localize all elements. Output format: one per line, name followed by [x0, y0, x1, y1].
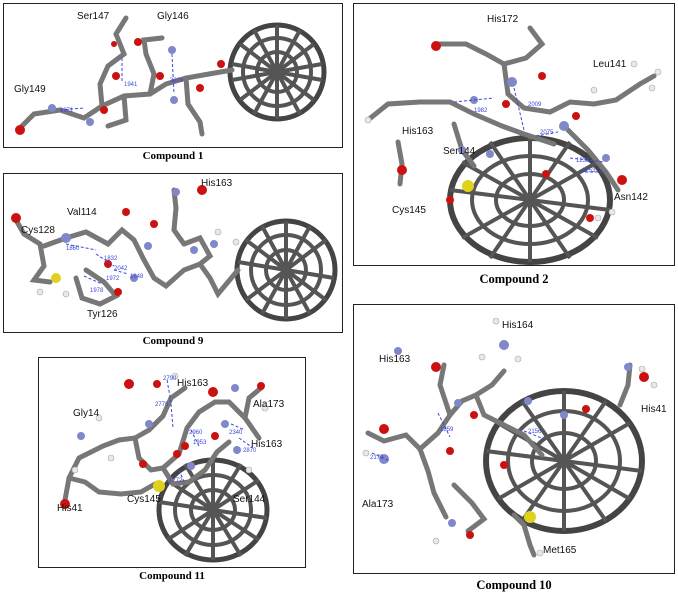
residue-label: Tyr126: [87, 309, 118, 320]
residue-label: Ser147: [77, 11, 110, 22]
molecule-compound-2: 1982 2009 2075 1238 1253: [364, 25, 662, 265]
nitrogen-atoms: [77, 384, 241, 470]
hbond-distance: 3209: [170, 78, 184, 84]
molecule-compound-9: 1860 1832 2042 1972 1848 1978: [11, 185, 338, 322]
molecule-compound-11: 2790 2770 2960 1953 2340 2870 1772: [60, 372, 270, 563]
hbond-distance: 1859: [440, 427, 454, 433]
residue-label: His164: [502, 320, 534, 331]
oxygen-atoms: [397, 41, 627, 222]
caption-compound-9: Compound 9: [142, 335, 204, 347]
caption-compound-2: Compound 2: [479, 272, 549, 286]
hbond-distance: 1953: [193, 440, 207, 446]
nitrogen-atoms: [458, 77, 610, 162]
caption-compound-1: Compound 1: [142, 150, 204, 162]
hbond-lines: [65, 243, 129, 285]
ligand-backbone: [62, 385, 264, 503]
hbond-lines: [166, 379, 254, 485]
fullerene: [156, 457, 270, 563]
residue-label: Ser144: [233, 494, 266, 505]
hbond-distance: 1971: [60, 108, 74, 114]
hbond-distance: 2770: [155, 402, 169, 408]
residue-label: Gly146: [157, 11, 189, 22]
hbond-distance: 2156: [528, 429, 542, 435]
hbond-distance: 1982: [474, 108, 488, 114]
residue-label: Cys145: [127, 494, 161, 505]
residue-label: His41: [57, 503, 83, 514]
molecule-compound-10: 1859 2170 2156: [362, 317, 658, 558]
panel-compound-10: 1859 2170 2156 His164 His163 His41 Ala17…: [353, 304, 675, 574]
hbond-lines: [371, 412, 545, 462]
oxygen-atoms: [15, 38, 225, 135]
residue-label: Cys128: [21, 225, 55, 236]
hbond-distance: 1848: [130, 274, 144, 280]
residue-label: Met165: [543, 545, 577, 556]
hydrogen-atoms: [362, 317, 658, 557]
residue-label: His172: [487, 14, 519, 25]
residue-label: Cys145: [392, 205, 426, 216]
hbond-distance: 2870: [243, 448, 257, 454]
nitrogen-atoms: [48, 46, 178, 126]
residue-label: Asn142: [614, 192, 648, 203]
residue-label: Val114: [67, 207, 97, 218]
caption-compound-10: Compound 10: [476, 578, 552, 592]
hbond-distance: 2960: [189, 430, 203, 436]
caption-compound-11: Compound 11: [139, 570, 205, 582]
hbond-lines: [59, 53, 175, 111]
panel-compound-1: 1941 3209 1971 Ser147 Gly146 Gly149: [3, 3, 343, 148]
hbond-distance: 1832: [104, 256, 118, 262]
hbond-lines: [453, 87, 606, 173]
panel-compound-2: 1982 2009 2075 1238 1253 His172 Leu141 H…: [353, 3, 675, 266]
residue-label: His163: [379, 354, 411, 365]
hbond-distance: 1238: [576, 158, 590, 164]
residue-label: Leu141: [593, 59, 627, 70]
hydrogen-atoms: [364, 60, 662, 222]
panel-compound-9: 1860 1832 2042 1972 1848 1978 Cys128 Val…: [3, 173, 343, 333]
ligand-backbone: [365, 362, 633, 558]
ligand-backbone: [17, 15, 235, 137]
sulfur-atoms: [524, 511, 536, 523]
hbond-distance: 1941: [124, 82, 138, 88]
residue-label: Gly14: [73, 408, 100, 419]
residue-label: Ser144: [443, 146, 476, 157]
sulfur-atoms: [51, 273, 61, 283]
hbond-distance: 2340: [229, 430, 243, 436]
hbond-distance: 2042: [114, 266, 128, 272]
residue-label: His163: [177, 378, 209, 389]
nitrogen-atoms: [379, 340, 632, 527]
residue-label: His163: [251, 439, 283, 450]
residue-label: His163: [402, 126, 434, 137]
hydrogen-atoms: [36, 228, 240, 298]
residue-label: His41: [641, 404, 667, 415]
hbond-distance: 1972: [106, 276, 120, 282]
hbond-distance: 2009: [528, 102, 542, 108]
hydrogen-atoms: [71, 372, 269, 474]
oxygen-atoms: [60, 379, 265, 509]
hbond-distance: 1978: [90, 288, 104, 294]
hbond-distance: 1860: [66, 246, 80, 252]
sulfur-atoms: [462, 180, 474, 192]
ligand-backbone: [365, 25, 657, 193]
fullerene: [234, 218, 338, 322]
residue-label: Ala173: [362, 499, 394, 510]
hbond-distance: 2170: [370, 455, 384, 461]
residue-label: His163: [201, 178, 233, 189]
nitrogen-atoms: [61, 188, 218, 282]
oxygen-atoms: [11, 185, 207, 296]
panel-compound-11: 2790 2770 2960 1953 2340 2870 1772 His16…: [38, 357, 306, 568]
ligand-backbone: [13, 187, 241, 307]
sulfur-atoms: [153, 480, 165, 492]
hbond-distance: 2075: [540, 130, 554, 136]
residue-label: Ala173: [253, 399, 285, 410]
oxygen-atoms: [379, 362, 649, 539]
hbond-distance: 1253: [582, 168, 596, 174]
fullerene: [227, 22, 327, 122]
hbond-distance: 2790: [163, 376, 177, 382]
molecule-compound-1: 1941 3209 1971: [15, 15, 327, 137]
residue-label: Gly149: [14, 84, 46, 95]
hbond-distance: 1772: [169, 478, 183, 484]
